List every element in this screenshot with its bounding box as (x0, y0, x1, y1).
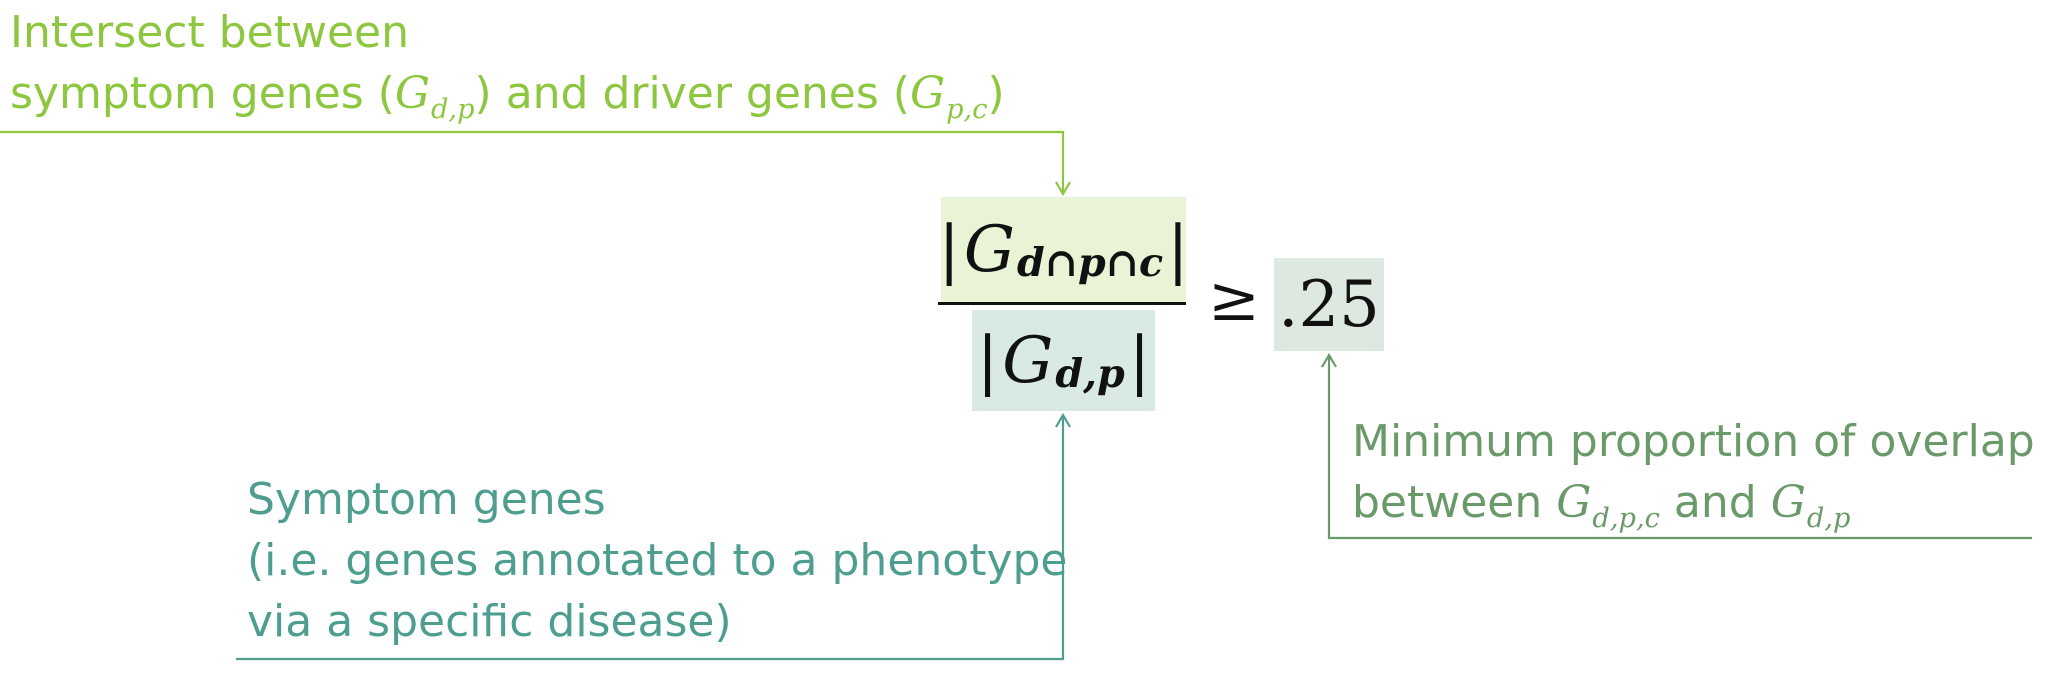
threshold-box: .25 (1274, 258, 1384, 351)
minimum-text-a: between (1352, 477, 1557, 528)
numerator-g: G (963, 212, 1015, 287)
symptom-line-2: (i.e. genes annotated to a phenotype (247, 535, 1068, 586)
intersect-arrowhead (1055, 181, 1071, 197)
symbol-g-driver: G (909, 68, 946, 119)
intersect-text-c: ) (987, 68, 1005, 119)
minimum-text-b: and (1659, 477, 1771, 528)
symptom-connector (236, 416, 1065, 661)
symptom-annotation: Symptom genes (i.e. genes annotated to a… (247, 469, 1068, 652)
intersect-connector (0, 130, 1065, 193)
intersect-line-1: Intersect between (10, 7, 409, 58)
abs-bar-right: | (1167, 212, 1189, 287)
threshold-value: .25 (1278, 267, 1380, 342)
symptom-arrowhead (1055, 412, 1071, 428)
minimum-connector (1327, 356, 2032, 540)
symbol-g-dp: G (1770, 477, 1806, 528)
minimum-annotation: Minimum proportion of overlap between Gd… (1352, 411, 2035, 539)
denominator-g: G (1002, 323, 1054, 398)
fraction-bar (938, 302, 1186, 305)
abs-bar-left: | (976, 323, 999, 398)
subscript-dpc: d,p,c (1592, 502, 1660, 534)
intersect-annotation: Intersect between symptom genes (Gd,p) a… (10, 2, 1005, 130)
minimum-line-1: Minimum proportion of overlap (1352, 416, 2035, 467)
denominator-subscript: d,p (1055, 351, 1125, 398)
subscript-pc: p,c (946, 93, 988, 125)
minimum-line-2: between Gd,p,c and Gd,p (1352, 472, 2035, 539)
subscript-dp-2: d,p (1806, 502, 1851, 534)
symbol-g-dpc: G (1556, 477, 1592, 528)
geq-symbol: ≥ (1208, 262, 1260, 335)
symptom-line-3: via a specific disease) (247, 596, 732, 647)
symptom-line-1: Symptom genes (247, 474, 606, 525)
minimum-arrowhead (1321, 352, 1337, 368)
abs-bar-left: | (938, 212, 960, 287)
numerator-subscript: d∩p∩c (1017, 240, 1164, 287)
abs-bar-right: | (1128, 323, 1151, 398)
intersect-text-b: ) and driver genes ( (474, 68, 910, 119)
intersect-text-a: symptom genes ( (10, 68, 395, 119)
intersect-line-2: symptom genes (Gd,p) and driver genes (G… (10, 63, 1005, 130)
subscript-dp: d,p (430, 93, 475, 125)
symbol-g-symptom: G (394, 68, 430, 119)
